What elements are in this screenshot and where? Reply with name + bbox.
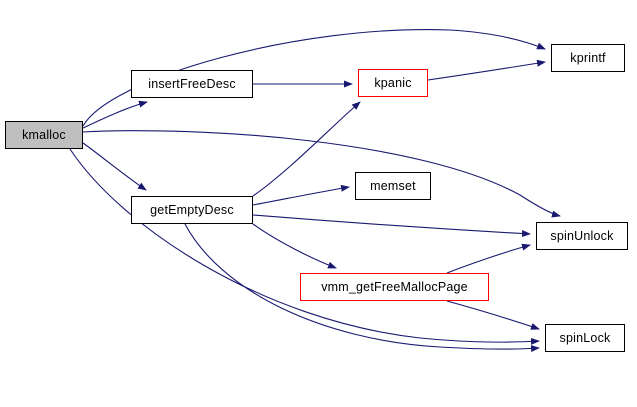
node-label-kmalloc: kmalloc bbox=[22, 127, 66, 142]
edge-getEmptyDesc-to-memset bbox=[252, 184, 350, 206]
edge-kmalloc-to-spinLock bbox=[69, 148, 540, 345]
node-label-kpanic: kpanic bbox=[374, 75, 412, 90]
node-kprintf[interactable]: kprintf bbox=[551, 44, 625, 72]
edge-getEmptyDesc-to-spinLock bbox=[184, 223, 540, 353]
edge-kmalloc-to-getEmptyDesc bbox=[82, 142, 147, 191]
node-vmm_getFreeMallocPage[interactable]: vmm_getFreeMallocPage bbox=[300, 273, 489, 301]
node-label-spinUnlock: spinUnlock bbox=[550, 228, 614, 243]
node-insertFreeDesc[interactable]: insertFreeDesc bbox=[131, 70, 253, 98]
edge-getEmptyDesc-to-kpanic bbox=[252, 101, 361, 197]
edge-getEmptyDesc-to-vmm_getFreeMallocPage bbox=[252, 223, 337, 269]
edge-kmalloc-to-kprintf bbox=[82, 28, 546, 127]
node-label-insertFreeDesc: insertFreeDesc bbox=[148, 76, 236, 91]
edge-paths bbox=[69, 28, 561, 353]
node-getEmptyDesc[interactable]: getEmptyDesc bbox=[131, 196, 253, 224]
edge-vmm_getFreeMallocPage-to-spinUnlock bbox=[446, 243, 531, 274]
edge-kmalloc-to-insertFreeDesc bbox=[82, 100, 148, 129]
node-memset[interactable]: memset bbox=[355, 172, 431, 200]
edge-kpanic-to-kprintf bbox=[427, 59, 546, 81]
node-label-vmm_getFreeMallocPage: vmm_getFreeMallocPage bbox=[321, 279, 468, 294]
node-label-kprintf: kprintf bbox=[570, 50, 606, 65]
node-kpanic[interactable]: kpanic bbox=[358, 69, 428, 97]
node-kmalloc[interactable]: kmalloc bbox=[5, 121, 83, 149]
node-label-memset: memset bbox=[370, 178, 416, 193]
node-spinUnlock[interactable]: spinUnlock bbox=[536, 222, 628, 250]
edge-vmm_getFreeMallocPage-to-spinLock bbox=[446, 300, 540, 330]
node-label-getEmptyDesc: getEmptyDesc bbox=[150, 202, 234, 217]
edge-getEmptyDesc-to-spinUnlock bbox=[252, 214, 531, 238]
node-spinLock[interactable]: spinLock bbox=[545, 324, 625, 352]
edge-kmalloc-to-spinUnlock bbox=[82, 130, 561, 218]
node-label-spinLock: spinLock bbox=[559, 330, 611, 345]
